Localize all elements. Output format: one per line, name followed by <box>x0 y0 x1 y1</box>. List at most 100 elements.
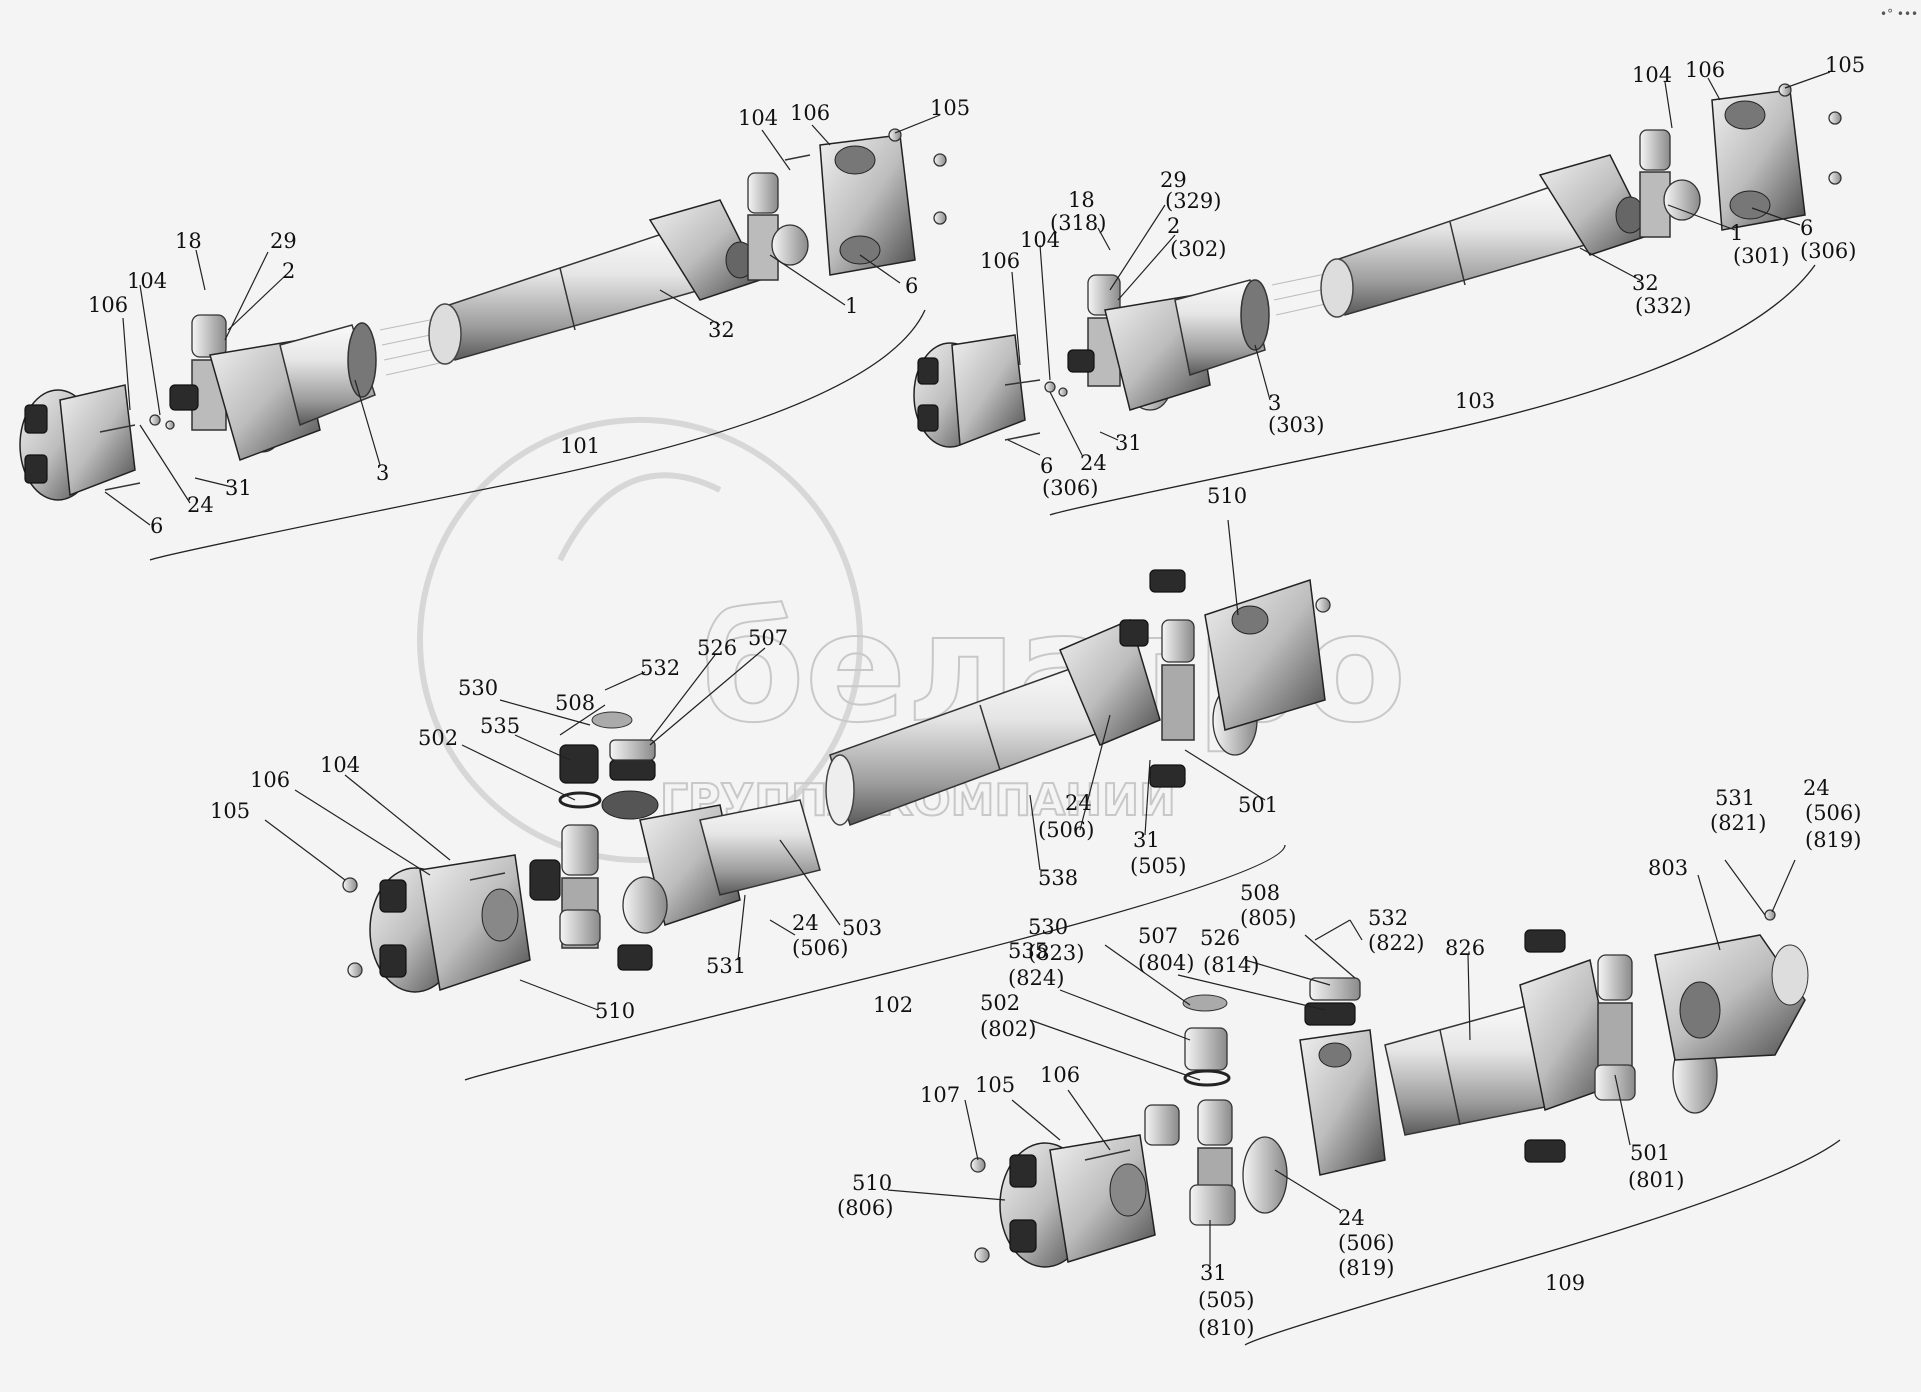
callout-label: 510 <box>1207 484 1247 508</box>
callout-label: 6 <box>150 514 163 538</box>
flange-yoke-101-left <box>19 384 136 501</box>
assembly-103: 18 (318) 29 (329) 2 (302) 106 104 24 31 … <box>913 53 1865 516</box>
tube-101 <box>428 227 701 365</box>
callout-label: 24 <box>792 911 819 935</box>
callout-label: 6 <box>905 274 918 298</box>
callout-label: 3 <box>376 461 389 485</box>
sleeve-102 <box>699 799 821 896</box>
callout-label: 6 <box>1040 454 1053 478</box>
leader-lines-109 <box>887 859 1796 1265</box>
callout-label: 538 <box>1038 866 1078 890</box>
callouts-109: 531 (821) 24 (506) (819) 803 508 (805) 5… <box>837 776 1861 1340</box>
slip-yoke-109 <box>1299 1029 1386 1176</box>
callout-label: 24 <box>1803 776 1830 800</box>
callout-label: 510 <box>852 1171 892 1195</box>
callout-label: (506) <box>1038 818 1094 842</box>
callout-label: 105 <box>930 96 970 120</box>
cross-101-right <box>747 172 809 281</box>
callout-label: 106 <box>980 249 1020 273</box>
callout-label: 6 <box>1800 216 1813 240</box>
assembly-label-109: 109 <box>1545 1271 1585 1295</box>
callout-label: 104 <box>127 269 167 293</box>
callout-label: 106 <box>790 101 830 125</box>
cross-109-left <box>1144 1099 1288 1226</box>
callout-label: 106 <box>250 768 290 792</box>
callout-label: 508 <box>1240 881 1280 905</box>
assembly-label-103: 103 <box>1455 389 1495 413</box>
cross-103-right <box>1639 129 1701 238</box>
callout-label: 507 <box>748 626 788 650</box>
callout-label: 106 <box>1685 58 1725 82</box>
callout-label: 803 <box>1648 856 1688 880</box>
watermark-logo-mark <box>417 417 864 863</box>
callout-label: 31 <box>1200 1261 1227 1285</box>
callout-label: 104 <box>1632 63 1672 87</box>
callout-label: 526 <box>697 636 737 660</box>
callout-label: 29 <box>1160 168 1187 192</box>
cross-102-left <box>529 824 601 949</box>
callout-label: 526 <box>1200 926 1240 950</box>
callout-label: 535 <box>480 714 520 738</box>
callout-label: 31 <box>1115 431 1142 455</box>
callout-label: (824) <box>1008 966 1064 990</box>
leader-lines-101 <box>104 114 941 526</box>
callout-label: 106 <box>1040 1063 1080 1087</box>
callout-label: 24 <box>1065 791 1092 815</box>
callout-label: 532 <box>640 656 680 680</box>
assembly-101: 18 29 2 106 104 24 31 6 3 32 1 6 104 106… <box>19 96 970 561</box>
callout-label: (506) <box>1338 1231 1394 1255</box>
callout-label: 1 <box>1730 221 1743 245</box>
yoke-102-right <box>1059 618 1161 746</box>
callout-label: (819) <box>1805 828 1861 852</box>
callout-label: (301) <box>1733 244 1789 268</box>
callout-label: 104 <box>738 106 778 130</box>
callout-label: (821) <box>1710 811 1766 835</box>
callout-label: (505) <box>1198 1288 1254 1312</box>
flange-yoke-109-right <box>1654 909 1809 1061</box>
callout-label: 32 <box>708 318 735 342</box>
callout-label: (801) <box>1628 1168 1684 1192</box>
leader-lines-102 <box>264 519 1266 1011</box>
callout-label: 105 <box>210 799 250 823</box>
callout-label: (805) <box>1240 906 1296 930</box>
sleeve-101 <box>279 322 377 427</box>
callout-label: (506) <box>1805 801 1861 825</box>
tube-103 <box>1320 181 1586 318</box>
callout-label: (819) <box>1338 1256 1394 1280</box>
callout-label: (332) <box>1635 294 1691 318</box>
callout-label: (303) <box>1268 413 1324 437</box>
callout-label: 24 <box>187 493 214 517</box>
callout-label: (822) <box>1368 931 1424 955</box>
callout-label: (306) <box>1800 239 1856 263</box>
callouts-103: 18 (318) 29 (329) 2 (302) 106 104 24 31 … <box>980 53 1865 500</box>
callout-label: 535 <box>1008 939 1048 963</box>
callout-label: 503 <box>842 916 882 940</box>
callout-label: (814) <box>1203 953 1259 977</box>
callout-label: 2 <box>282 259 295 283</box>
callout-label: 501 <box>1238 793 1278 817</box>
brace-101 <box>149 309 926 561</box>
callout-label: (306) <box>1042 476 1098 500</box>
callout-label: (810) <box>1198 1316 1254 1340</box>
callout-label: 107 <box>920 1083 960 1107</box>
callout-label: 29 <box>270 229 297 253</box>
callout-label: 105 <box>975 1073 1015 1097</box>
callout-label: 106 <box>88 293 128 317</box>
brace-109 <box>1244 1139 1841 1346</box>
flange-yoke-109-left <box>970 1134 1156 1268</box>
callout-label: 2 <box>1167 214 1180 238</box>
callout-label: 32 <box>1632 271 1659 295</box>
callout-label: (823) <box>1028 941 1084 965</box>
flange-yoke-103-left <box>913 334 1068 448</box>
callout-label: 24 <box>1338 1206 1365 1230</box>
callout-label: 3 <box>1268 391 1281 415</box>
assembly-109: 531 (821) 24 (506) (819) 803 508 (805) 5… <box>837 776 1861 1346</box>
callout-label: 105 <box>1825 53 1865 77</box>
callout-label: 31 <box>225 476 252 500</box>
yoke-109-right <box>1519 929 1616 1163</box>
callout-label: (506) <box>792 936 848 960</box>
assembly-label-102: 102 <box>873 993 913 1017</box>
callout-label: 502 <box>980 991 1020 1015</box>
